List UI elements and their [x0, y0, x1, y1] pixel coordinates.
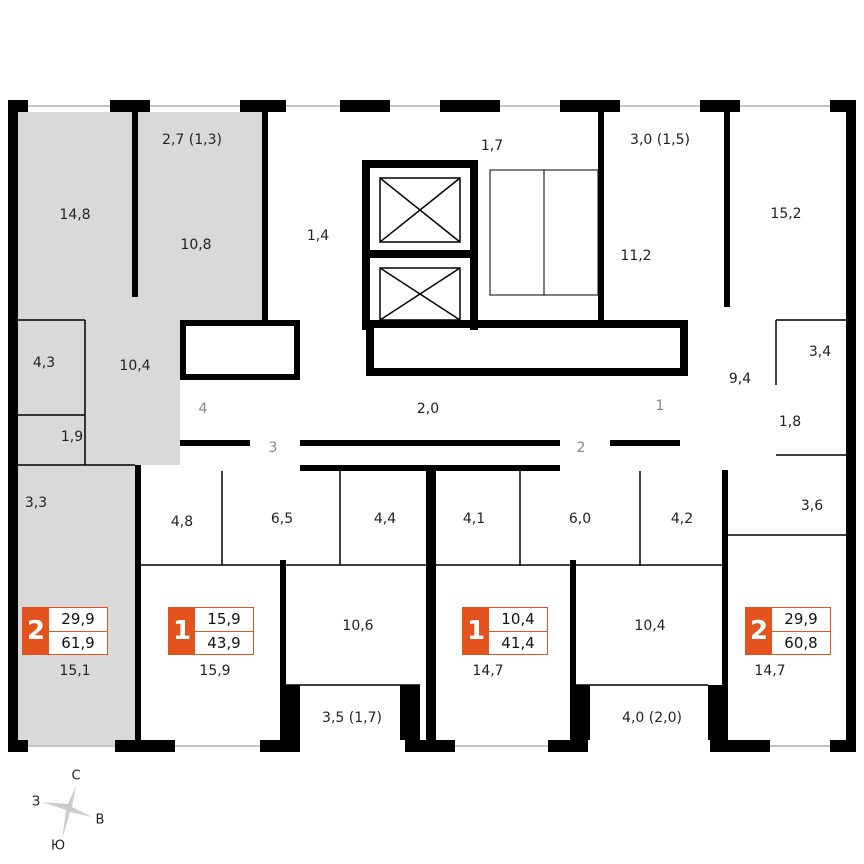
total-area: 43,9	[207, 633, 241, 652]
room-area: 4,1	[463, 511, 485, 527]
living-area: 10,4	[489, 608, 547, 632]
compass-east: В	[96, 813, 105, 828]
total-area: 61,9	[61, 633, 95, 652]
entrance-number: 2	[577, 440, 586, 456]
living-area: 15,9	[195, 608, 253, 632]
highlighted-apartment	[18, 112, 262, 745]
room-area: 11,2	[620, 248, 651, 264]
room-area: 14,7	[472, 663, 503, 679]
compass-west: З	[32, 795, 40, 810]
room-area: 4,2	[671, 511, 693, 527]
entrance-number: 4	[199, 401, 208, 417]
compass-south: Ю	[51, 839, 65, 854]
living-area: 29,9	[772, 608, 830, 632]
window-lines	[28, 105, 830, 747]
compass-north: С	[71, 769, 80, 784]
room-area: 4,0 (2,0)	[622, 710, 682, 726]
room-area: 1,4	[307, 228, 329, 244]
room-area: 3,3	[25, 495, 47, 511]
room-area: 9,4	[729, 371, 751, 387]
room-area: 15,9	[199, 663, 230, 679]
room-area: 3,4	[809, 344, 831, 360]
room-area: 3,5 (1,7)	[322, 710, 382, 726]
stair-numbers: 4 1 3 2	[199, 398, 665, 456]
room-area: 10,4	[634, 618, 665, 634]
room-area: 14,8	[59, 207, 90, 223]
room-area: 15,1	[59, 663, 90, 679]
room-labels: 14,8 2,7 (1,3) 10,8 1,4 1,7 3,0 (1,5) 15…	[25, 132, 831, 726]
total-area: 60,8	[784, 633, 818, 652]
thin-partitions	[18, 319, 846, 686]
room-count: 2	[23, 608, 49, 654]
room-area: 4,8	[171, 514, 193, 530]
room-count: 1	[169, 608, 195, 654]
entrance-number: 3	[269, 440, 278, 456]
room-count: 1	[463, 608, 489, 654]
room-area: 3,6	[801, 498, 823, 514]
room-area: 10,4	[119, 358, 150, 374]
room-area: 15,2	[770, 206, 801, 222]
room-area: 1,8	[779, 414, 801, 430]
room-area: 4,3	[33, 355, 55, 371]
room-count: 2	[746, 608, 772, 654]
room-area: 10,6	[342, 618, 373, 634]
walls	[8, 100, 856, 752]
room-area: 3,0 (1,5)	[630, 132, 690, 148]
room-area: 2,0	[417, 401, 439, 417]
room-area: 1,9	[61, 429, 83, 445]
room-area: 4,4	[374, 511, 396, 527]
room-area: 2,7 (1,3)	[162, 132, 222, 148]
elevators	[379, 177, 461, 321]
room-area: 6,5	[271, 511, 293, 527]
entrance-number: 1	[656, 398, 665, 414]
staircase	[489, 169, 599, 296]
room-area: 1,7	[481, 138, 503, 154]
compass: С З В Ю	[32, 769, 105, 854]
compass-rose-icon	[42, 786, 92, 840]
room-area: 10,8	[180, 237, 211, 253]
total-area: 41,4	[501, 633, 535, 652]
living-area: 29,9	[49, 608, 107, 632]
room-area: 14,7	[754, 663, 785, 679]
room-area: 6,0	[569, 511, 591, 527]
